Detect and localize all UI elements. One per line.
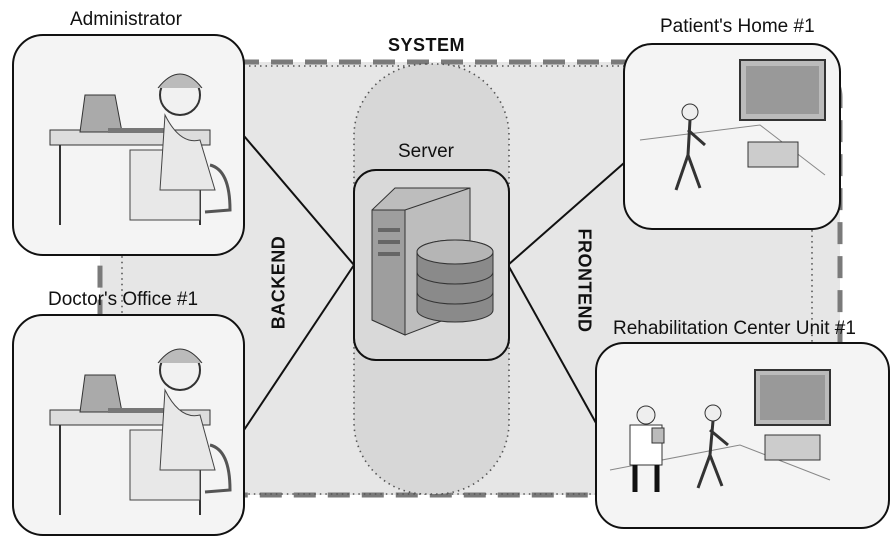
doctors-office-node xyxy=(12,314,245,536)
office-worker-desk-icon xyxy=(49,348,232,515)
frontend-label: FRONTEND xyxy=(574,228,595,333)
rehab-center-node xyxy=(595,342,890,529)
deployment-region xyxy=(121,65,813,495)
system-label: SYSTEM xyxy=(388,35,466,55)
backend-label: BACKEND xyxy=(268,235,289,330)
link-rehab-center xyxy=(507,264,597,424)
server-label: Server xyxy=(398,141,454,162)
connection-lines xyxy=(243,135,625,431)
administrator-node xyxy=(12,34,245,256)
server-node xyxy=(353,169,510,361)
server-database-icon xyxy=(371,187,494,336)
link-administrator xyxy=(243,135,355,266)
patient-exercise-tv-icon xyxy=(639,59,826,191)
patients-home-node xyxy=(623,43,841,230)
link-patients-home xyxy=(507,162,625,266)
doctors-office-label: Doctor's Office #1 xyxy=(48,289,199,310)
link-doctors-office xyxy=(243,264,355,431)
doctor-patient-exercise-icon xyxy=(609,369,831,492)
rehab-center-label: Rehabilitation Center Unit #1 xyxy=(613,318,856,339)
administrator-label: Administrator xyxy=(70,9,182,30)
patients-home-label: Patient's Home #1 xyxy=(660,16,815,37)
office-worker-desk-icon xyxy=(49,73,232,225)
